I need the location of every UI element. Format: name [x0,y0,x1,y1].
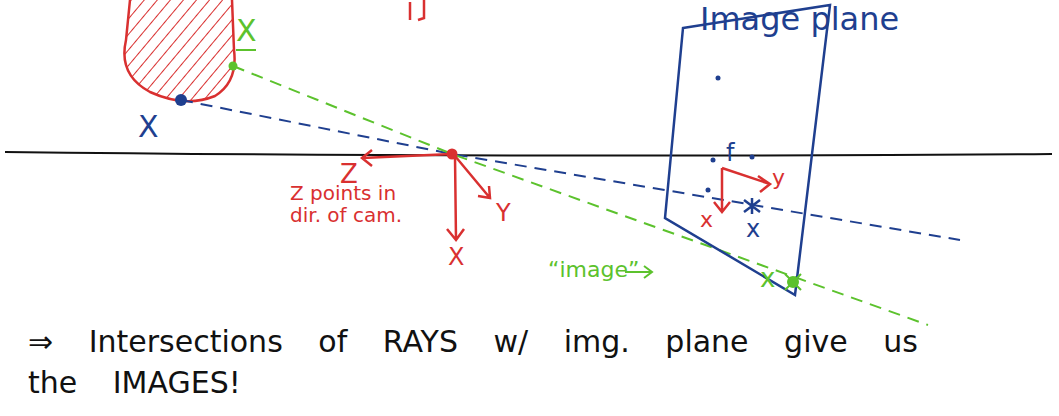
plane-title: Image plane [700,2,899,37]
note: Z points in dir. of cam. [290,182,430,226]
world-point-label: X [236,14,257,47]
conclusion-text: ⇒ Intersections of RAYS w/ img. plane gi… [28,322,928,403]
axis-label: y [772,166,785,190]
world-point-label: X [138,110,159,143]
focal-label: f [726,140,734,166]
image-point-label: x [760,264,775,293]
note: “image” [548,258,639,282]
axis-label: x [700,208,713,232]
axis-label: Y [496,200,511,226]
axis-label: X [448,244,464,270]
image-point-label: x [746,216,760,242]
